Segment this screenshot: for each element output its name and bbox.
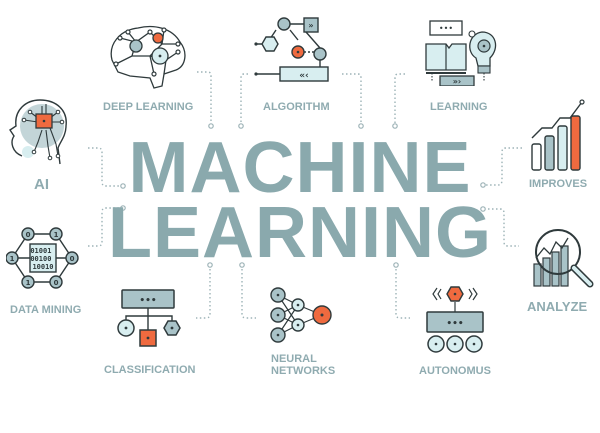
label-classification: CLASSIFICATION	[104, 364, 196, 376]
digit: 0	[26, 231, 31, 239]
title-machine: MACHINE	[128, 128, 472, 208]
brain-network-icon	[110, 25, 186, 89]
svg-text:»: »	[308, 21, 313, 30]
head-chip-icon	[9, 99, 67, 165]
label-neural-networks: NEURAL NETWORKS	[271, 353, 335, 377]
digit: 0	[70, 255, 75, 263]
svg-text:01001 00100 10010: 01001 00100 10010	[30, 247, 55, 271]
binary-row: 00100	[30, 255, 51, 263]
binary-row: 10010	[32, 263, 53, 271]
svg-text:»›: »›	[453, 77, 461, 86]
label-autonomus: AUTONOMUS	[419, 365, 491, 377]
algorithm-flow-icon: » «‹	[254, 17, 329, 82]
svg-text:«‹: «‹	[299, 71, 309, 81]
bar-chart-growth-icon	[531, 99, 585, 171]
robot-rover-icon: •••	[426, 286, 484, 353]
label-improves: IMPROVES	[529, 178, 588, 190]
label-analyze: ANALYZE	[527, 299, 588, 314]
label-learning: LEARNING	[430, 101, 488, 113]
label-algorithm: ALGORITHM	[263, 101, 330, 113]
digit: 1	[26, 279, 31, 287]
neural-net-icon	[270, 287, 332, 343]
box-dots: •••	[446, 319, 463, 329]
magnifier-chart-icon	[533, 229, 594, 288]
label-data-mining: DATA MINING	[10, 304, 82, 316]
label-networks: NETWORKS	[271, 365, 336, 377]
title-learning: LEARNING	[108, 193, 492, 273]
book-lightbulb-icon: ••• »›	[425, 20, 497, 86]
label-deep-learning: DEEP LEARNING	[103, 101, 194, 113]
label-ai: AI	[34, 176, 49, 193]
label-neural: NEURAL	[271, 353, 317, 365]
svg-text:•••: •••	[439, 24, 453, 33]
hierarchy-icon: •••	[117, 289, 181, 347]
digit: 0	[54, 279, 59, 287]
digit: 1	[54, 231, 59, 239]
binary-hexagon-icon: 01001 00100 10010 0 1 1 0 1 0	[6, 227, 79, 289]
box-dots: •••	[139, 296, 156, 306]
binary-row: 01001	[30, 247, 51, 255]
digit: 1	[10, 255, 15, 263]
